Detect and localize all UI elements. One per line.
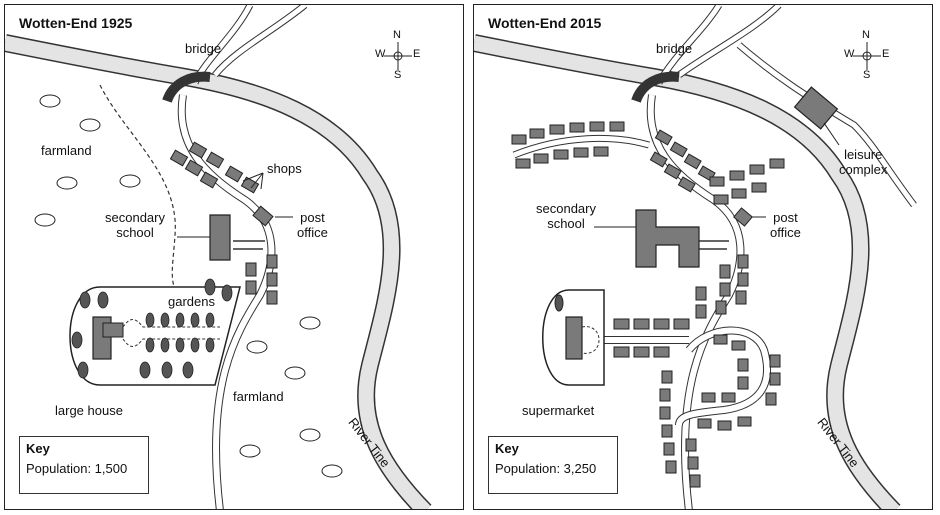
compass-rose-icon: [384, 42, 412, 70]
bridge-1925: [162, 71, 211, 103]
label-bridge-1925: bridge: [185, 41, 222, 56]
label-secondary-school-1925: secondary school: [105, 210, 165, 240]
label-shops-1925: shops: [267, 161, 302, 176]
map-title-2015: Wotten-End 2015: [488, 15, 602, 31]
leisure-complex: [793, 86, 839, 130]
label-post-office-1925: post office: [297, 210, 328, 240]
label-bridge-2015: bridge: [656, 41, 693, 56]
label-large-house: large house: [55, 403, 123, 418]
label-farmland-south: farmland: [233, 389, 284, 404]
label-supermarket: supermarket: [522, 403, 595, 418]
label-post-office-2015: post office: [770, 210, 801, 240]
supermarket-building: [565, 316, 583, 360]
compass-1925: N W E S: [375, 29, 421, 81]
map-title-1925: Wotten-End 1925: [19, 15, 133, 31]
key-box-2015: Key Population: 3,250: [488, 436, 618, 494]
label-leisure-complex: leisure complex: [839, 147, 888, 177]
population-2015: Population: 3,250: [495, 461, 597, 476]
compass-2015: N W E S: [844, 29, 890, 81]
label-gardens: gardens: [168, 294, 215, 309]
key-title-1925: Key: [26, 441, 50, 456]
label-farmland-north: farmland: [41, 143, 92, 158]
map-panel-1925: Wotten-End 1925 bridge farmland shops se…: [4, 4, 464, 510]
bridge-2015: [631, 71, 680, 103]
compass-rose-icon: [853, 42, 881, 70]
key-box-1925: Key Population: 1,500: [19, 436, 149, 494]
key-title-2015: Key: [495, 441, 519, 456]
map-1925-canvas: [5, 5, 432, 509]
population-1925: Population: 1,500: [26, 461, 128, 476]
label-secondary-school-2015: secondary school: [536, 201, 596, 231]
secondary-school-2015: [635, 209, 700, 268]
secondary-school-1925: [209, 214, 231, 261]
map-panel-2015: Wotten-End 2015 bridge leisure complex s…: [473, 4, 933, 510]
map-2015-canvas: [474, 5, 917, 509]
